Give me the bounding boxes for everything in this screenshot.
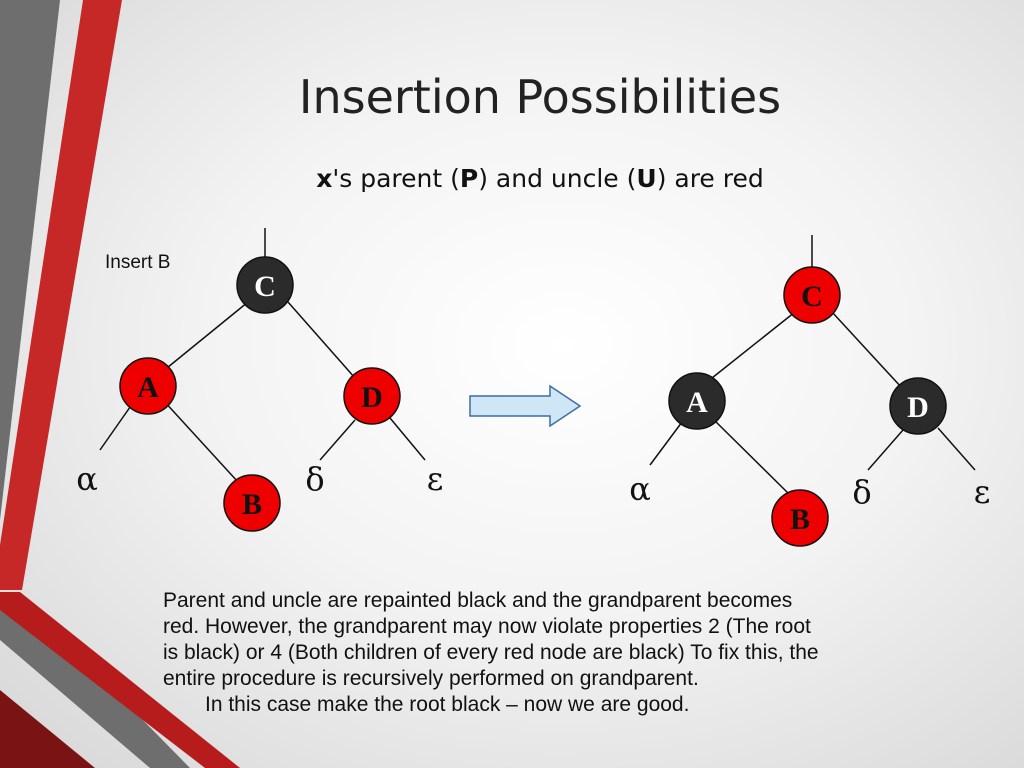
leaf-alpha-after: α — [629, 470, 651, 508]
node-D-after-label: D — [907, 391, 929, 424]
node-B-before: B — [223, 474, 281, 532]
gray-stripe-top — [0, 0, 60, 520]
edge-D-delta-after — [867, 429, 904, 471]
tree-after: C A D B α δ ε — [629, 235, 991, 547]
edge-D-epsilon — [389, 417, 426, 461]
node-B-before-label: B — [242, 488, 262, 521]
subtitle-text-3: ) are red — [656, 164, 764, 193]
node-A-after-label: A — [686, 386, 708, 419]
caption-line-4: entire procedure is recursively performe… — [163, 667, 699, 690]
subtitle-x: x — [316, 164, 333, 193]
red-corner — [0, 592, 240, 768]
edge-C-D-after — [831, 311, 903, 389]
node-A-after: A — [668, 372, 726, 430]
node-C-after: C — [783, 266, 841, 324]
caption-line-1: Parent and uncle are repainted black and… — [163, 589, 793, 612]
node-C-before: C — [236, 256, 294, 314]
edge-D-delta — [319, 419, 356, 461]
leaf-delta-after: δ — [852, 473, 871, 511]
node-B-after-label: B — [790, 503, 810, 536]
explanation-text: Parent and uncle are repainted black and… — [163, 588, 968, 718]
subtitle-text-1: 's parent ( — [332, 164, 460, 193]
dark-corner — [0, 690, 95, 768]
leaf-epsilon-after: ε — [974, 473, 991, 511]
slide-title: Insertion Possibilities — [298, 70, 782, 124]
edge-A-B-after — [711, 417, 791, 496]
slide-subtitle: x's parent (P) and uncle (U) are red — [170, 164, 910, 193]
tree-before: C A D B α δ ε — [76, 228, 444, 532]
right-arrow-icon — [469, 384, 582, 428]
node-C-before-label: C — [254, 270, 276, 303]
caption-line-3: is black) or 4 (Both children of every r… — [163, 641, 819, 664]
red-stripe — [0, 0, 122, 590]
edge-A-B — [162, 399, 239, 483]
node-C-after-label: C — [801, 280, 823, 313]
node-B-after: B — [771, 489, 829, 547]
node-D-before: D — [343, 367, 401, 425]
caption-line-2: red. However, the grandparent may now vi… — [163, 615, 811, 638]
edge-A-alpha — [99, 399, 136, 451]
subtitle-text-2: ) and uncle ( — [478, 164, 637, 193]
edge-C-D — [287, 301, 356, 379]
subtitle-p: P — [459, 164, 479, 193]
leaf-delta-before: δ — [305, 460, 324, 498]
leaf-epsilon-before: ε — [427, 460, 444, 498]
leaf-alpha-before: α — [76, 460, 98, 498]
node-D-after: D — [889, 377, 947, 435]
node-D-before-label: D — [361, 381, 383, 414]
edge-A-alpha-after — [649, 417, 686, 466]
edge-D-epsilon-after — [937, 427, 976, 471]
subtitle-u: U — [636, 164, 657, 193]
caption-line-5: In this case make the root black – now w… — [205, 693, 690, 716]
node-A-before-label: A — [137, 371, 159, 404]
edge-C-A — [161, 301, 249, 373]
insert-label: Insert B — [105, 252, 171, 273]
edge-C-A-after — [711, 311, 796, 379]
node-A-before: A — [119, 357, 177, 415]
